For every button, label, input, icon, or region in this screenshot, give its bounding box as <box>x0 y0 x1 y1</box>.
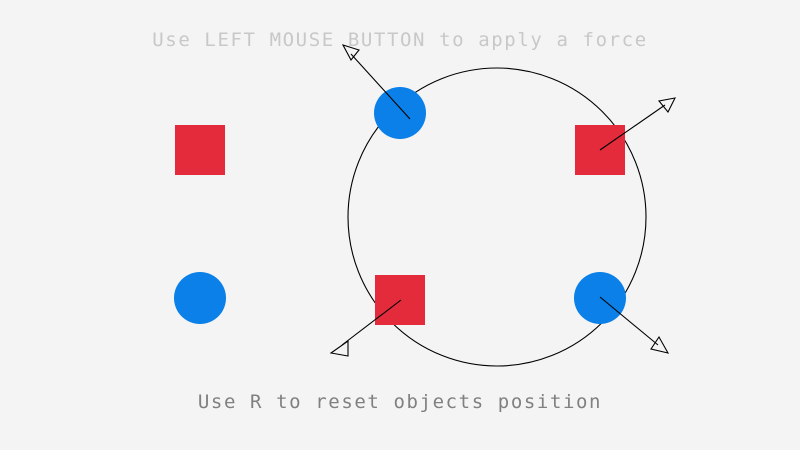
force-arrow-circle-top-center <box>341 44 411 120</box>
force-arrow-shaft <box>599 104 666 151</box>
force-arrow-shaft <box>599 296 659 346</box>
force-arrow-square-bottom-center <box>329 299 402 357</box>
force-arrow-shaft <box>341 299 402 346</box>
boundary-circle <box>347 67 647 367</box>
force-arrow-shaft <box>350 53 411 120</box>
force-arrow-circle-bottom-right <box>599 296 670 354</box>
body-circle-bottom-left[interactable] <box>174 272 226 324</box>
body-square-top-left[interactable] <box>175 125 225 175</box>
hint-reset-objects: Use R to reset objects position <box>197 391 603 413</box>
body-circle-top-center[interactable] <box>374 87 426 139</box>
body-square-bottom-center[interactable] <box>375 275 425 325</box>
force-arrow-head <box>341 44 360 61</box>
force-arrow-head <box>650 335 670 354</box>
force-arrow-head <box>657 97 676 114</box>
force-arrow-square-top-right <box>599 97 676 151</box>
force-arrow-head <box>329 339 349 357</box>
body-circle-bottom-right[interactable] <box>574 272 626 324</box>
hint-apply-force: Use LEFT MOUSE BUTTON to apply a force <box>152 29 648 51</box>
